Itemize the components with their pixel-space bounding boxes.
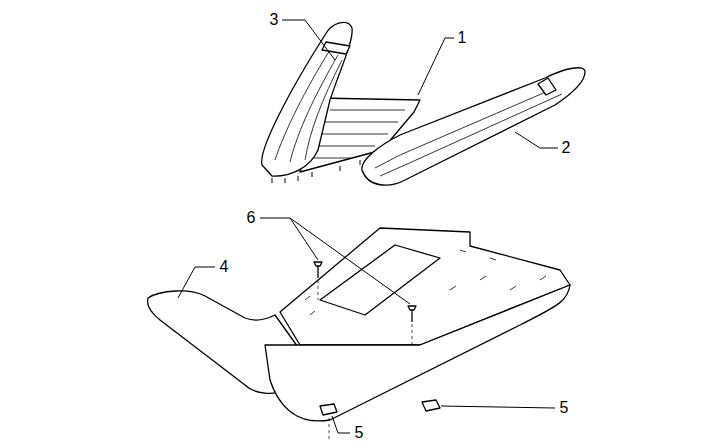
floor-mat-right (362, 68, 585, 185)
callout-number: 5 (558, 399, 571, 417)
leader-line (282, 20, 335, 60)
mat-pegs (272, 160, 360, 183)
callout-number: 5 (353, 424, 366, 442)
leader-lines (178, 20, 558, 433)
mat-grooves (375, 88, 562, 176)
clip-nut (422, 400, 440, 411)
leader-line (332, 416, 350, 433)
mat-grooves (275, 50, 342, 162)
clip-nut (320, 404, 337, 415)
nut-axis (329, 418, 330, 440)
screw (314, 262, 322, 278)
floor-mat-left (262, 22, 353, 176)
footboard-slots (305, 250, 546, 315)
callout-number: 3 (268, 11, 281, 29)
footboard-opening (320, 245, 440, 315)
leader-line (418, 38, 454, 95)
leader-line (178, 267, 215, 298)
mat-strap (538, 78, 556, 95)
screw-axis (318, 280, 412, 345)
footboard-skirt (265, 285, 570, 421)
leader-line (260, 218, 410, 304)
callout-number: 1 (456, 29, 469, 47)
leader-line (441, 406, 555, 408)
footboard-top (280, 228, 570, 345)
callout-number: 6 (245, 209, 258, 227)
callout-number: 2 (560, 139, 573, 157)
screw (408, 306, 416, 322)
leader-line (515, 132, 558, 148)
callout-number: 4 (218, 258, 231, 276)
